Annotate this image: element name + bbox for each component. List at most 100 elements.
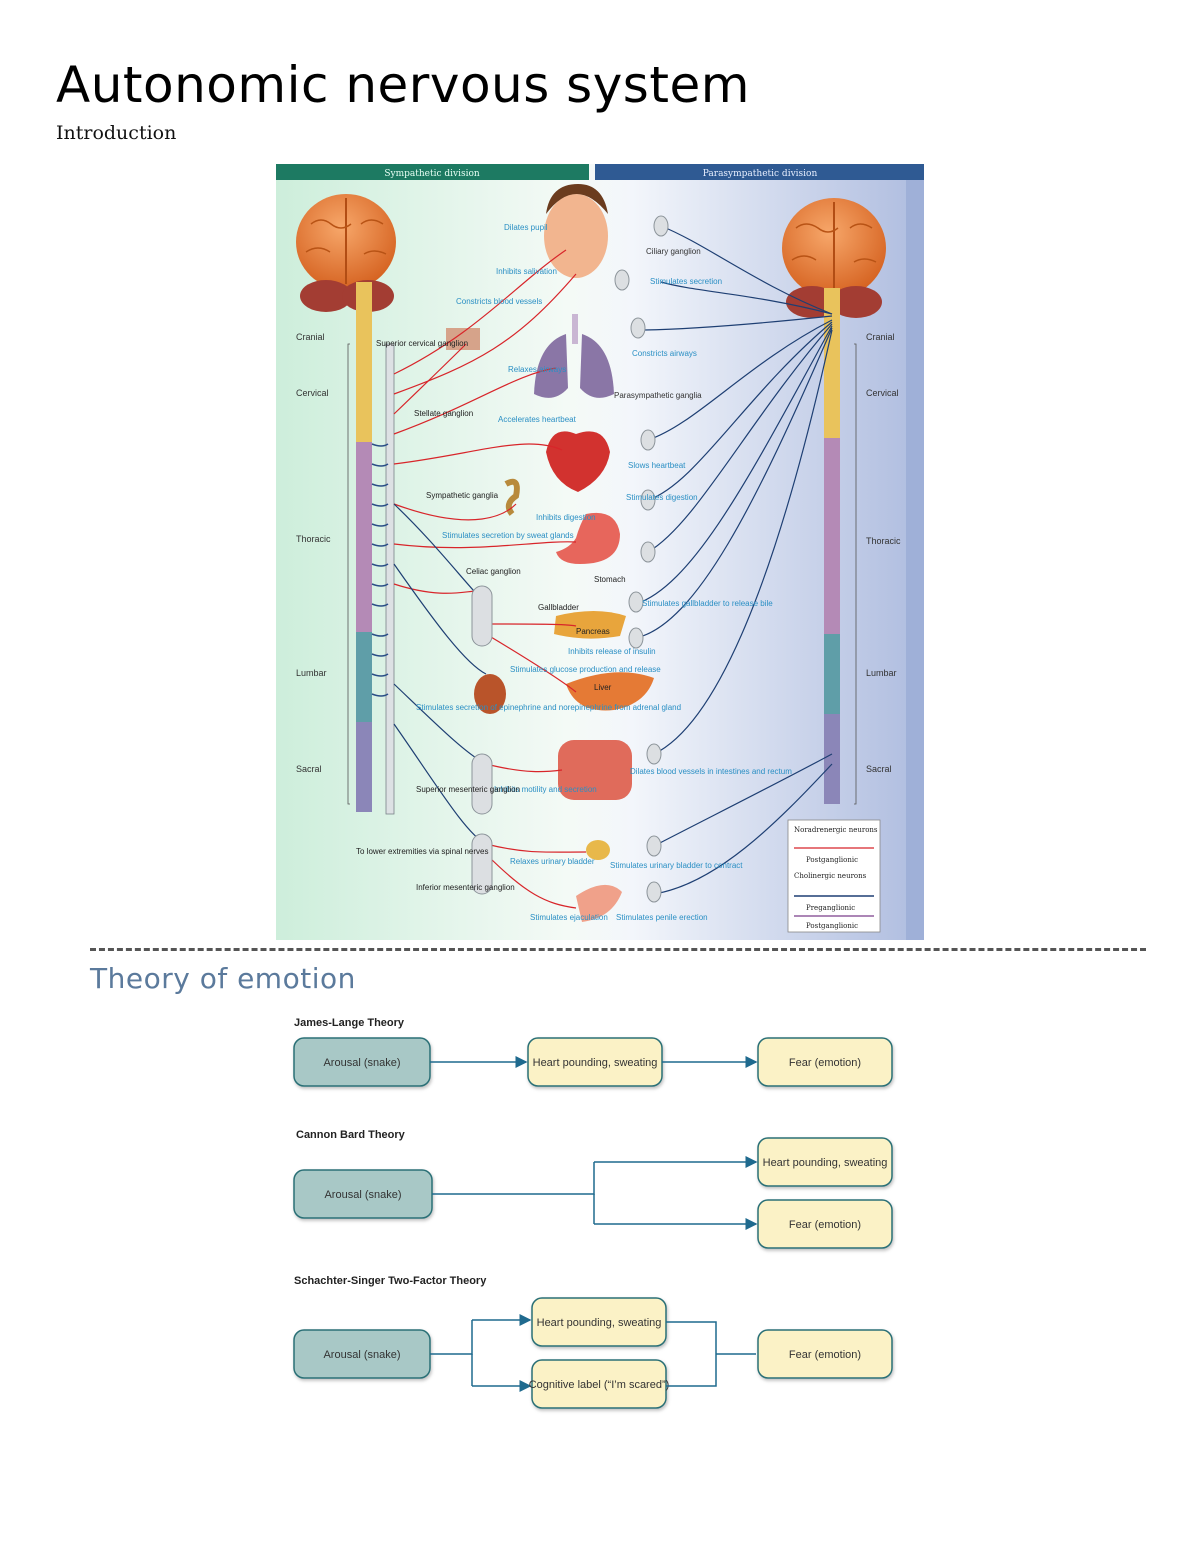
right-region-cervical: Cervical bbox=[866, 388, 899, 398]
label-relaxes-airways: Relaxes airways bbox=[508, 365, 566, 374]
left-region-sacral: Sacral bbox=[296, 764, 322, 774]
label-lower-extremities: To lower extremities via spinal nerves bbox=[356, 847, 489, 856]
jl-response-label: Heart pounding, sweating bbox=[533, 1057, 658, 1069]
left-spinal-cord-cervical bbox=[356, 282, 372, 442]
adrenal-kidney-illustration bbox=[474, 674, 506, 714]
label-relaxes-bladder: Relaxes urinary bladder bbox=[510, 857, 595, 866]
theory-of-emotion-diagram: James-Lange Theory Arousal (snake) Heart… bbox=[293, 1017, 893, 1409]
left-brain bbox=[296, 194, 396, 312]
left-region-thoracic: Thoracic bbox=[296, 534, 331, 544]
liver-illustration bbox=[566, 672, 654, 711]
label-inhibits-insulin: Inhibits release of insulin bbox=[568, 647, 656, 656]
ss-arousal-label: Arousal (snake) bbox=[323, 1349, 400, 1361]
legend-noradrenergic: Noradrenergic neurons bbox=[794, 826, 878, 834]
section-divider bbox=[90, 948, 1146, 951]
parasympathetic-nerves bbox=[393, 225, 833, 895]
label-dilates-intestine-vessels: Dilates blood vessels in intestines and … bbox=[630, 767, 792, 776]
sympathetic-nerves bbox=[393, 249, 587, 909]
lungs-illustration bbox=[534, 314, 614, 398]
label-sympathetic-ganglia: Sympathetic ganglia bbox=[426, 491, 499, 500]
label-inferior-mesenteric-ganglion: Inferior mesenteric ganglion bbox=[416, 883, 515, 892]
label-inhibits-digestion: Inhibits digestion bbox=[536, 513, 596, 522]
ss-cognitive-box bbox=[531, 1359, 667, 1409]
left-region-lumbar: Lumbar bbox=[296, 668, 327, 678]
right-region-thoracic: Thoracic bbox=[866, 536, 901, 546]
right-spinal-cord-thoracic bbox=[824, 438, 840, 634]
label-stellate-ganglion: Stellate ganglion bbox=[414, 409, 473, 418]
label-stomach: Stomach bbox=[594, 575, 626, 584]
label-bladder-contract: Stimulates urinary bladder to contract bbox=[610, 861, 743, 870]
label-penile-erection: Stimulates penile erection bbox=[616, 913, 708, 922]
left-region-cervical: Cervical bbox=[296, 388, 329, 398]
left-spinal-cord-sacral bbox=[356, 722, 372, 812]
cb-response-label: Heart pounding, sweating bbox=[763, 1157, 888, 1169]
cb-emotion-box bbox=[757, 1199, 893, 1249]
cb-response-box bbox=[757, 1137, 893, 1187]
legend-preganglionic: Preganglionic bbox=[806, 904, 855, 912]
blood-vessel-illustration bbox=[446, 328, 480, 350]
right-spinal-cord-cervical bbox=[824, 288, 840, 438]
schachter-singer-title: Schachter-Singer Two-Factor Theory bbox=[294, 1275, 487, 1287]
label-parasympathetic-ganglia: Parasympathetic ganglia bbox=[614, 391, 702, 400]
left-region-cranial: Cranial bbox=[296, 332, 325, 342]
ss-cognitive-label: Cognitive label (“I’m scared”) bbox=[529, 1379, 670, 1391]
right-region-lumbar: Lumbar bbox=[866, 668, 897, 678]
label-constricts-airways: Constricts airways bbox=[632, 349, 697, 358]
right-region-cranial: Cranial bbox=[866, 332, 895, 342]
genital-illustration bbox=[576, 884, 622, 922]
right-spinal-cord-lumbar bbox=[824, 634, 840, 714]
jl-emotion-label: Fear (emotion) bbox=[789, 1057, 861, 1069]
legend-postganglionic: Postganglionic bbox=[806, 856, 858, 864]
cb-emotion-label: Fear (emotion) bbox=[789, 1219, 861, 1231]
jl-emotion-box bbox=[757, 1037, 893, 1087]
label-liver: Liver bbox=[594, 683, 612, 692]
label-stimulates-ejaculation: Stimulates ejaculation bbox=[530, 913, 608, 922]
face-illustration bbox=[544, 184, 608, 278]
heart-illustration bbox=[546, 431, 610, 492]
right-brain bbox=[782, 198, 886, 318]
james-lange-title: James-Lange Theory bbox=[294, 1017, 405, 1029]
ss-response-label: Heart pounding, sweating bbox=[537, 1317, 662, 1329]
label-ciliary-ganglion: Ciliary ganglion bbox=[646, 247, 701, 256]
section-heading: Theory of emotion bbox=[90, 962, 356, 995]
chain-connectors bbox=[371, 443, 389, 697]
sympathetic-chain bbox=[385, 343, 395, 815]
legend-cholinergic: Cholinergic neurons bbox=[794, 872, 867, 880]
page-subtitle: Introduction bbox=[56, 122, 177, 144]
right-spinal-cord-sacral bbox=[824, 714, 840, 804]
pancreas-illustration bbox=[554, 611, 626, 639]
figure-legend: Noradrenergic neurons Postganglionic Cho… bbox=[787, 819, 881, 933]
label-constricts-blood-vessels: Constricts blood vessels bbox=[456, 297, 542, 306]
page-title: Autonomic nervous system bbox=[56, 56, 750, 114]
ss-emotion-box bbox=[757, 1329, 893, 1379]
ganglia bbox=[471, 215, 669, 903]
ss-emotion-label: Fear (emotion) bbox=[789, 1349, 861, 1361]
label-stimulates-digestion: Stimulates digestion bbox=[626, 493, 698, 502]
label-adrenal-secretion: Stimulates secretion of epinephrine and … bbox=[416, 703, 681, 712]
sympathetic-ganglia-illustration bbox=[504, 478, 520, 516]
label-inhibits-motility: Inhibits motility and secretion bbox=[494, 785, 597, 794]
intestines-illustration bbox=[558, 740, 632, 800]
label-dilates-pupil: Dilates pupil bbox=[504, 223, 548, 232]
bladder-illustration bbox=[586, 840, 610, 860]
label-glucose-production: Stimulates glucose production and releas… bbox=[510, 665, 661, 674]
sympathetic-header-bar bbox=[276, 164, 589, 180]
label-superior-mesenteric-ganglion: Superior mesenteric ganglion bbox=[416, 785, 520, 794]
cannon-bard-title: Cannon Bard Theory bbox=[296, 1129, 406, 1141]
label-pancreas: Pancreas bbox=[576, 627, 610, 636]
label-slows-heartbeat: Slows heartbeat bbox=[628, 461, 686, 470]
label-superior-cervical-ganglion: Superior cervical ganglion bbox=[376, 339, 468, 348]
parasympathetic-header-bar bbox=[595, 164, 924, 180]
label-gallbladder: Gallbladder bbox=[538, 603, 579, 612]
right-region-sacral: Sacral bbox=[866, 764, 892, 774]
left-spinal-cord-thoracic bbox=[356, 442, 372, 632]
label-stimulates-secretion: Stimulates secretion bbox=[650, 277, 722, 286]
label-inhibits-salivation: Inhibits salivation bbox=[496, 267, 557, 276]
label-sweat-glands: Stimulates secretion by sweat glands bbox=[442, 531, 574, 540]
autonomic-nervous-system-illustration: Sympathetic division Parasympathetic div… bbox=[276, 164, 924, 940]
stomach-illustration bbox=[556, 512, 620, 564]
cb-arousal-label: Arousal (snake) bbox=[324, 1189, 401, 1201]
legend-postganglionic-2: Postganglionic bbox=[806, 922, 858, 930]
left-spinal-cord-lumbar bbox=[356, 632, 372, 722]
parasympathetic-header: Parasympathetic division bbox=[703, 169, 818, 179]
